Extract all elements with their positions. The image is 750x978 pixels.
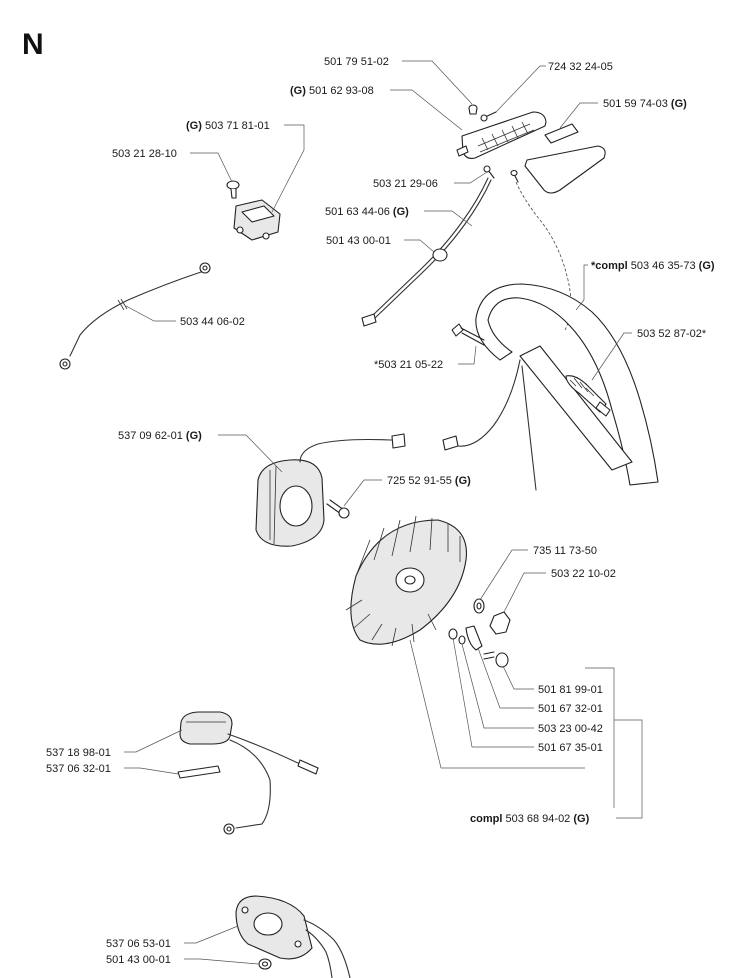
sensor-module-drawing xyxy=(177,711,319,835)
part-label: 503 22 10-02 xyxy=(551,568,616,580)
part-label: 503 21 28-10 xyxy=(112,148,177,160)
screw-drawing-mid xyxy=(483,165,519,183)
part-label: *compl 503 46 35-73 (G) xyxy=(591,260,715,272)
part-label: 503 23 00-42 xyxy=(538,723,603,735)
flywheel-hardware-drawing xyxy=(448,598,511,668)
gasket-module-drawing xyxy=(235,895,351,978)
part-label: 537 06 32-01 xyxy=(46,763,111,775)
handle-cable-drawing xyxy=(457,359,537,491)
handlebar-drawing xyxy=(475,283,659,486)
part-label: 501 59 74-03 (G) xyxy=(603,98,687,110)
heat-shield-drawing xyxy=(456,111,547,159)
section-letter: N xyxy=(22,28,44,61)
ignition-lead-drawing xyxy=(361,177,492,327)
handlebar-screw-drawing xyxy=(451,323,485,346)
part-label: 501 63 44-06 (G) xyxy=(325,206,409,218)
part-label: 501 67 35-01 xyxy=(538,742,603,754)
part-label: 503 52 87-02* xyxy=(637,328,707,340)
part-label: 501 43 00-01 xyxy=(326,235,391,247)
handle-insulator-drawing xyxy=(524,123,606,194)
part-label: 537 09 62-01 (G) xyxy=(118,430,202,442)
part-label: 503 44 06-02 xyxy=(180,316,245,328)
part-label: 501 79 51-02 xyxy=(324,56,389,68)
module-screw-drawing xyxy=(326,499,350,519)
part-label: 725 52 91-55 (G) xyxy=(387,475,471,487)
part-label: 537 06 53-01 xyxy=(106,938,171,950)
short-cable-drawing xyxy=(59,262,211,370)
leader-lines xyxy=(124,60,643,965)
part-label: 503 21 29-06 xyxy=(373,178,438,190)
stop-switch-drawing xyxy=(226,180,281,241)
part-label: 724 32 24-05 xyxy=(548,61,613,73)
part-labels: 501 79 51-02 724 32 24-05 (G) 501 62 93-… xyxy=(46,56,715,966)
part-label: 537 18 98-01 xyxy=(46,747,111,759)
screw-drawing-top xyxy=(468,104,478,115)
throttle-wire-drawing xyxy=(515,181,572,331)
part-label: compl 503 68 94-02 (G) xyxy=(470,813,590,825)
part-label: 735 11 73-50 xyxy=(533,545,597,557)
flywheel-drawing xyxy=(345,515,467,647)
part-label: 501 67 32-01 xyxy=(538,703,603,715)
part-label: 501 43 00-01 xyxy=(106,954,171,966)
bolt-drawing-top xyxy=(480,111,497,122)
part-label: (G) 503 71 81-01 xyxy=(186,120,270,132)
ignition-module-drawing xyxy=(255,433,406,547)
part-label: *503 21 05-22 xyxy=(374,359,443,371)
part-label: 501 81 99-01 xyxy=(538,684,603,696)
part-label: (G) 501 62 93-08 xyxy=(290,85,374,97)
handle-cable-connector-drawing xyxy=(442,435,459,451)
